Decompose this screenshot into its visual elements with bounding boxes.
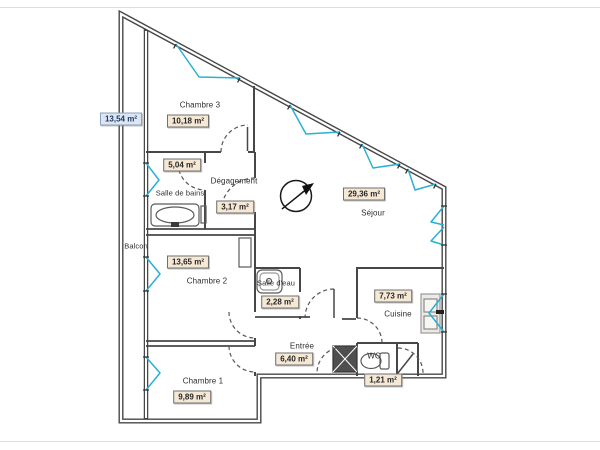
room-label-entree: Entrée: [289, 341, 315, 351]
area-label-salle-d-eau: 2,28 m²: [261, 295, 299, 309]
window-ticks: [143, 43, 447, 391]
room-label-chambre-1: Chambre 1: [182, 376, 224, 386]
room-label-degagement: Dégagement: [210, 176, 258, 186]
room-label-salle-d-eau: Salle d'eau: [257, 278, 295, 288]
area-label-sejour: 29,36 m²: [342, 187, 386, 201]
area-label-chambre-1: 9,89 m²: [173, 390, 211, 404]
shower-icon: [256, 269, 283, 294]
interior-walls: [146, 86, 444, 376]
window-symbols: [145, 43, 445, 391]
closet-duct-icon: [332, 345, 358, 373]
area-label-chambre-3: 10,18 m²: [166, 114, 210, 128]
area-label-cuisine: 7,73 m²: [374, 289, 412, 303]
bathtub-icon: [150, 203, 200, 227]
page-divider-top: [0, 7, 600, 8]
area-label-degagement: 3,17 m²: [216, 200, 254, 214]
room-label-chambre-3: Chambre 3: [179, 100, 221, 110]
room-label-balcon: Balcon: [124, 241, 148, 251]
area-label-wc: 1,21 m²: [364, 373, 402, 387]
toilet-icon: [360, 352, 390, 370]
north-arrow-icon: [279, 179, 314, 213]
room-label-wc: WC: [367, 351, 381, 361]
page-divider-bottom: [0, 441, 600, 442]
outer-walls: [118, 9, 447, 424]
area-label-salle-de-bains: 5,04 m²: [163, 158, 201, 172]
wardrobe-icon: [238, 237, 252, 268]
room-label-sejour: Séjour: [361, 208, 385, 218]
area-label-balcon: 13,54 m²: [99, 112, 143, 126]
room-label-cuisine: Cuisine: [384, 309, 412, 319]
door-swings: [177, 124, 424, 374]
door-leaves: [246, 127, 414, 374]
radiator-icon: [200, 205, 207, 224]
area-label-entree: 6,40 m²: [275, 352, 313, 366]
fixtures: [150, 203, 444, 373]
area-label-chambre-2: 13,65 m²: [166, 255, 210, 269]
room-label-chambre-2: Chambre 2: [186, 276, 228, 286]
room-label-salle-de-bains: Salle de bains: [155, 188, 205, 198]
